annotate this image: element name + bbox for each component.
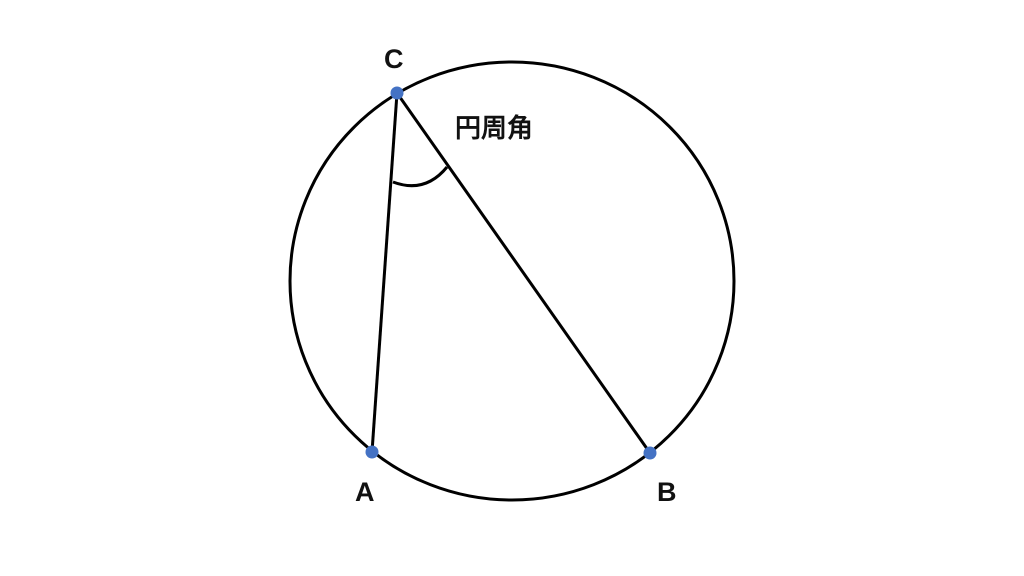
segment-ca [370,92,399,453]
label-a: A [355,477,375,507]
point-a [365,445,379,459]
circle [288,60,736,502]
angle-label: 円周角 [455,114,534,144]
label-b: B [657,477,677,507]
segment-cb [395,92,652,454]
point-b [643,446,657,460]
label-c: C [384,44,404,74]
point-c [390,86,404,100]
angle-arc-icon [392,166,449,188]
